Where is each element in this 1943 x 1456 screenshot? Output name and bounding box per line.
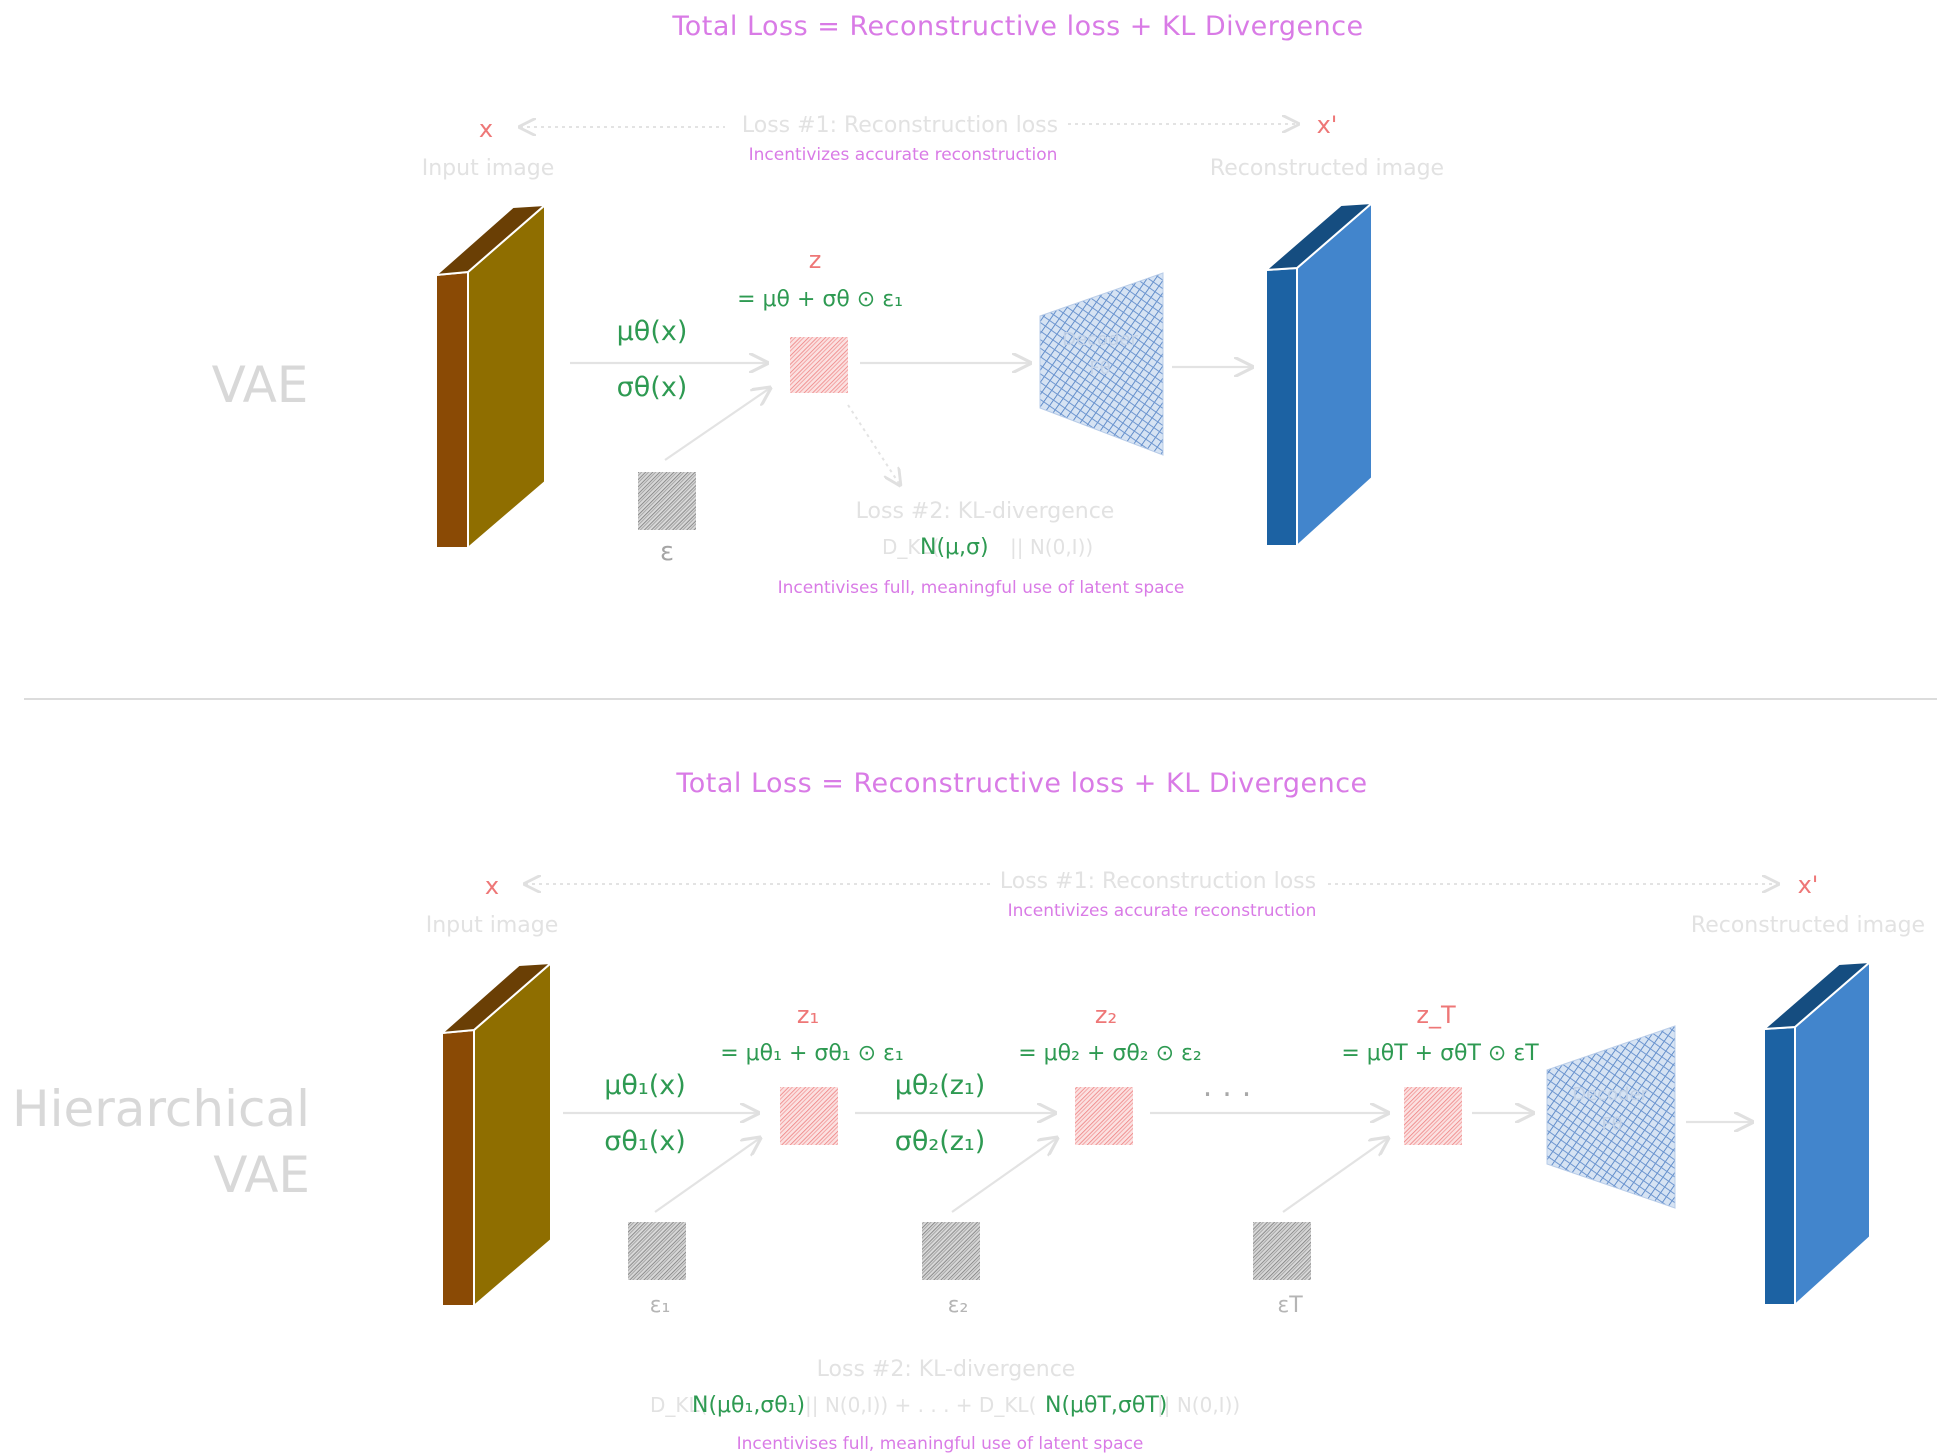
hvae-kl-part2: || N(0,I)) + . . . + D_KL(: [805, 1393, 1036, 1417]
hvae-loss1-label: Loss #1: Reconstruction loss: [1000, 869, 1316, 894]
hvae-latent-z2: [1075, 1087, 1133, 1145]
vae-noise-eps: [638, 472, 696, 530]
vae-output-block: [1263, 200, 1375, 549]
hvae-zT-equation: = μθT + σθT ⊙ εT: [1341, 1041, 1539, 1066]
hvae-kl-normalT: N(μθT,σθT): [1045, 1393, 1167, 1418]
hvae-ellipsis: ...: [1203, 1069, 1262, 1104]
vae-z-label: z: [809, 246, 822, 274]
hvae-side-label-line1: Hierarchical: [12, 1080, 310, 1138]
hvae-input-label: Input image: [426, 913, 558, 938]
vae-kl-normal: N(μ,σ): [920, 535, 989, 560]
hvae-noise-eps1: [628, 1222, 686, 1280]
hvae-noise-epsT: [1253, 1222, 1311, 1280]
hvae-epsT-label: εT: [1277, 1293, 1303, 1318]
vae-mu: μθ(x): [617, 316, 688, 347]
vae-z-to-kl-arrow: [847, 404, 900, 485]
hvae-z1-label: z₁: [797, 1001, 819, 1029]
vae-decoder-symbol: Fθ: [1089, 358, 1110, 379]
hvae-encoder-block: [439, 960, 554, 1309]
vae-output-x-prime: x': [1317, 111, 1338, 139]
hvae-kl-part3: || N(0,I)): [1157, 1393, 1240, 1417]
vae-eps-label: ε: [660, 537, 674, 567]
hvae-eps2-label: ε₂: [948, 1293, 969, 1318]
hvae-eps1-label: ε₁: [650, 1293, 671, 1318]
hvae-epsT-to-zT-arrow: [1282, 1138, 1388, 1213]
vae-latent-z: [790, 337, 848, 393]
hvae-z1-equation: = μθ₁ + σθ₁ ⊙ ε₁: [720, 1041, 903, 1066]
hvae-sigma2: σθ₂(z₁): [895, 1126, 986, 1157]
hvae-eps2-to-z2-arrow: [951, 1138, 1057, 1213]
hvae-noise-eps2: [922, 1222, 980, 1280]
hvae-output-x-prime: x': [1798, 871, 1819, 899]
vae-side-label: VAE: [212, 356, 309, 414]
vae-input-x: x: [479, 115, 493, 143]
vae-loss1-label: Loss #1: Reconstruction loss: [742, 113, 1058, 138]
vae-reconstructed-label: Reconstructed image: [1210, 156, 1444, 181]
hvae-decoder: Decoder Fθ: [1546, 1025, 1676, 1209]
hvae-z2-equation: = μθ₂ + σθ₂ ⊙ ε₂: [1018, 1041, 1201, 1066]
hvae-decoder-symbol: Fθ: [1601, 1114, 1622, 1135]
hvae-output-block: [1761, 959, 1873, 1308]
hvae-section: Total Loss = Reconstructive loss + KL Di…: [12, 768, 1925, 1454]
hvae-loss1-note: Incentivizes accurate reconstruction: [1008, 901, 1317, 921]
hvae-mu2: μθ₂(z₁): [895, 1070, 986, 1101]
vae-kl-prefix: D_KL(: [882, 535, 939, 559]
hvae-kl-part1: D_KL(: [650, 1393, 707, 1417]
vae-loss1-note: Incentivizes accurate reconstruction: [749, 145, 1058, 165]
vae-loss2-note: Incentivises full, meaningful use of lat…: [778, 578, 1185, 598]
hvae-side-label-line2: VAE: [213, 1146, 310, 1204]
vae-decoder-label: Decoder: [1062, 329, 1138, 350]
hvae-latent-z1: [780, 1087, 838, 1145]
vae-loss2-label: Loss #2: KL-divergence: [856, 499, 1115, 524]
vae-eps-to-z-arrow: [664, 388, 770, 461]
hvae-reconstructed-label: Reconstructed image: [1691, 913, 1925, 938]
hvae-total-loss: Total Loss = Reconstructive loss + KL Di…: [675, 768, 1367, 799]
vae-decoder: Decoder Fθ: [1039, 272, 1164, 456]
vae-z-equation: = μθ + σθ ⊙ ε₁: [737, 287, 903, 312]
hvae-eps1-to-z1-arrow: [654, 1138, 760, 1213]
vae-kl-suffix: || N(0,I)): [1010, 535, 1093, 559]
hvae-input-x: x: [485, 872, 499, 900]
vae-encoder-block: [433, 202, 548, 551]
vae-total-loss: Total Loss = Reconstructive loss + KL Di…: [671, 11, 1363, 42]
hvae-mu1: μθ₁(x): [604, 1070, 686, 1101]
vae-input-label: Input image: [422, 156, 554, 181]
hvae-zT-label: z_T: [1416, 1001, 1456, 1029]
hvae-z2-label: z₂: [1095, 1001, 1117, 1029]
hvae-latent-zT: [1404, 1087, 1462, 1145]
hvae-loss2-label: Loss #2: KL-divergence: [817, 1357, 1076, 1382]
hvae-loss2-note: Incentivises full, meaningful use of lat…: [737, 1434, 1144, 1454]
hvae-kl-normal1: N(μθ₁,σθ₁): [692, 1393, 805, 1418]
vae-sigma: σθ(x): [617, 372, 688, 403]
hvae-sigma1: σθ₁(x): [604, 1126, 686, 1157]
hvae-decoder-label: Decoder: [1572, 1084, 1648, 1105]
vae-section: Total Loss = Reconstructive loss + KL Di…: [212, 11, 1444, 598]
